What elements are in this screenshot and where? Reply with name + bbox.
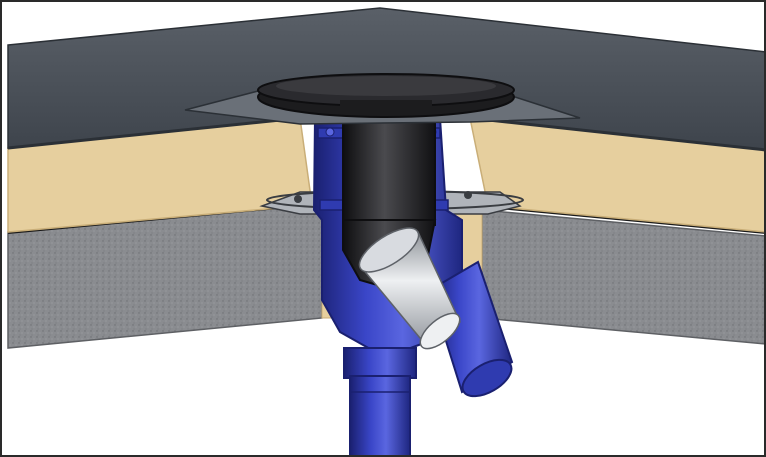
drain-grate-collar [257,73,515,118]
thermal-insulation-layer [7,117,766,319]
angled-outlet-pipe [428,260,514,398]
steel-angled-pipe [358,227,461,350]
vertical-outlet-pipe [343,347,417,457]
